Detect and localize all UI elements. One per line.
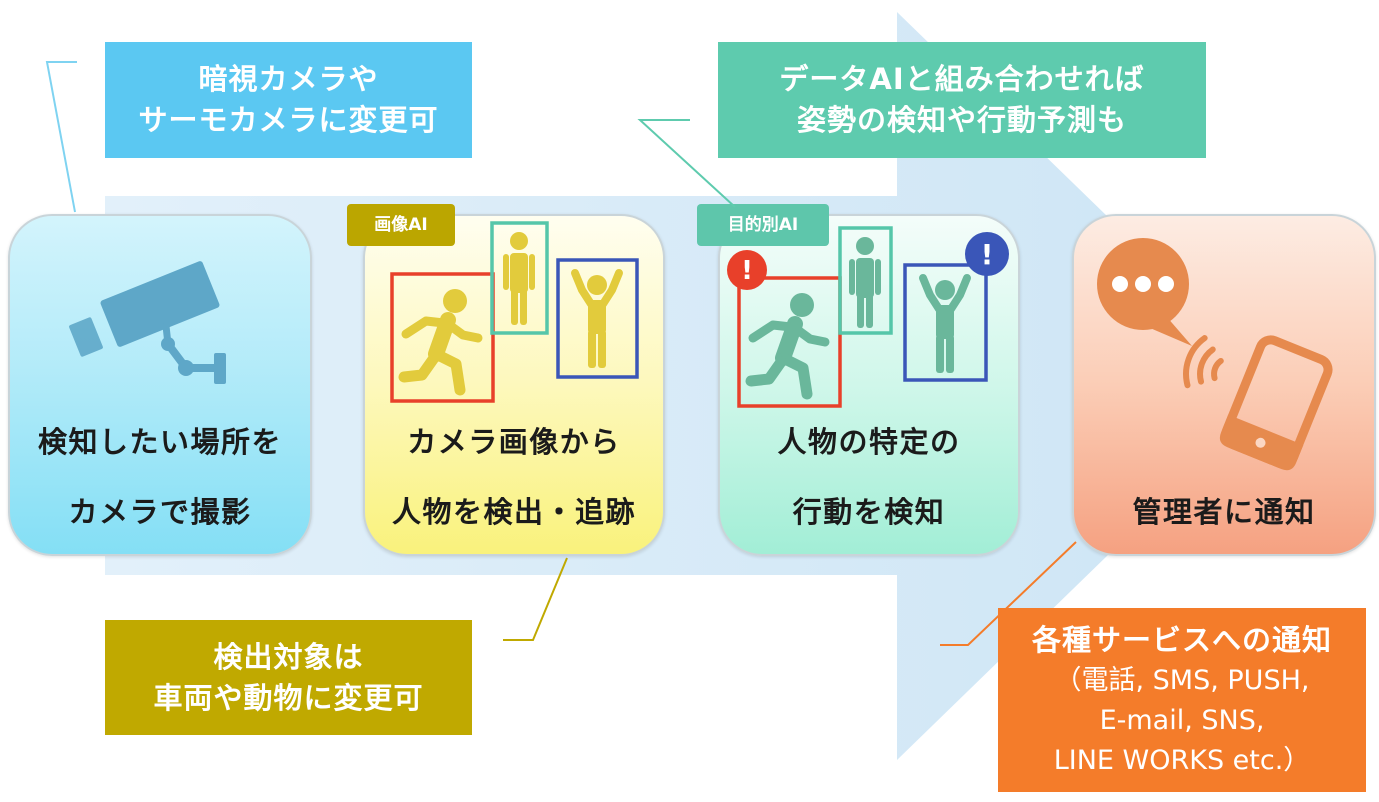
detection-box-blue bbox=[556, 258, 639, 379]
step-purpose-ai-icon-area: ! ! bbox=[727, 226, 1009, 408]
callout-data-ai: データAIと組み合わせれば 姿勢の検知や行動予測も bbox=[718, 42, 1206, 158]
callout-data-ai-line-1: データAIと組み合わせれば bbox=[779, 62, 1145, 96]
detection-box-red bbox=[390, 272, 495, 403]
callout-camera-option-line-2: サーモカメラに変更可 bbox=[138, 103, 439, 137]
alert-mark: ! bbox=[741, 256, 753, 286]
callout-detect-target-line-1: 検出対象は bbox=[213, 639, 364, 674]
running-person-icon bbox=[398, 289, 483, 396]
step-purpose-ai-text-line-1: 人物の特定の bbox=[777, 425, 961, 459]
security-camera-icon bbox=[69, 261, 226, 384]
step-purpose-ai-text-line-2: 行動を検知 bbox=[792, 495, 946, 529]
standing-person-icon bbox=[503, 232, 535, 325]
smartphone-icon bbox=[1219, 335, 1333, 471]
step-capture: 検知したい場所を カメラで撮影 bbox=[8, 214, 312, 556]
alert-icon-red: ! bbox=[727, 250, 767, 290]
step-image-ai-icon-area bbox=[390, 221, 639, 403]
tag-purpose-ai: 目的別AI bbox=[697, 204, 829, 246]
step-behavior-detect: ! ! 人物の特定の 行動を検知 bbox=[718, 214, 1020, 556]
callout-notify-services-line-3: LINE WORKS etc.） bbox=[1053, 744, 1311, 776]
running-person-icon bbox=[745, 293, 830, 400]
callout-data-ai-line-2: 姿勢の検知や行動予測も bbox=[796, 103, 1127, 137]
callout-detect-target-line-2: 車両や動物に変更可 bbox=[153, 680, 424, 715]
callout-notify-services: 各種サービスへの通知 （電話, SMS, PUSH, E-mail, SNS, … bbox=[998, 608, 1366, 792]
step-image-ai-detect: カメラ画像から 人物を検出・追跡 bbox=[363, 214, 665, 556]
detection-box-teal bbox=[490, 221, 549, 335]
step-capture-icon-area bbox=[69, 261, 226, 384]
callout-camera-option: 暗視カメラや サーモカメラに変更可 bbox=[105, 42, 472, 158]
callout-camera-option-line-1: 暗視カメラや bbox=[198, 62, 379, 96]
alert-icon-blue: ! bbox=[965, 232, 1009, 276]
step-notify-text-line-1: 管理者に通知 bbox=[1132, 495, 1316, 529]
step-capture-text-line-2: カメラで撮影 bbox=[68, 495, 252, 529]
standing-person-icon bbox=[849, 237, 881, 328]
callout-detect-target: 検出対象は 車両や動物に変更可 bbox=[105, 620, 472, 735]
detection-box-blue bbox=[903, 263, 988, 382]
step-image-ai-text-line-1: カメラ画像から bbox=[407, 425, 621, 459]
alert-mark: ! bbox=[981, 238, 994, 271]
step-notify-admin: 管理者に通知 bbox=[1072, 214, 1376, 556]
arms-raised-person-icon bbox=[571, 269, 623, 368]
step-notify-icon-area bbox=[1097, 238, 1333, 471]
step-image-ai-text-line-2: 人物を検出・追跡 bbox=[391, 495, 636, 529]
callout-notify-services-line-1: （電話, SMS, PUSH, bbox=[1054, 664, 1310, 696]
chat-bubble-icon bbox=[1097, 238, 1192, 346]
arms-raised-person-icon bbox=[919, 274, 971, 373]
tag-image-ai: 画像AI bbox=[347, 204, 455, 246]
signal-waves-icon bbox=[1183, 335, 1224, 389]
detection-box-red bbox=[737, 276, 842, 408]
detection-box-teal bbox=[838, 226, 893, 335]
step-capture-text-line-1: 検知したい場所を bbox=[37, 425, 282, 459]
callout-notify-services-title: 各種サービスへの通知 bbox=[1031, 622, 1332, 657]
callout-notify-services-line-2: E-mail, SNS, bbox=[1099, 704, 1265, 736]
